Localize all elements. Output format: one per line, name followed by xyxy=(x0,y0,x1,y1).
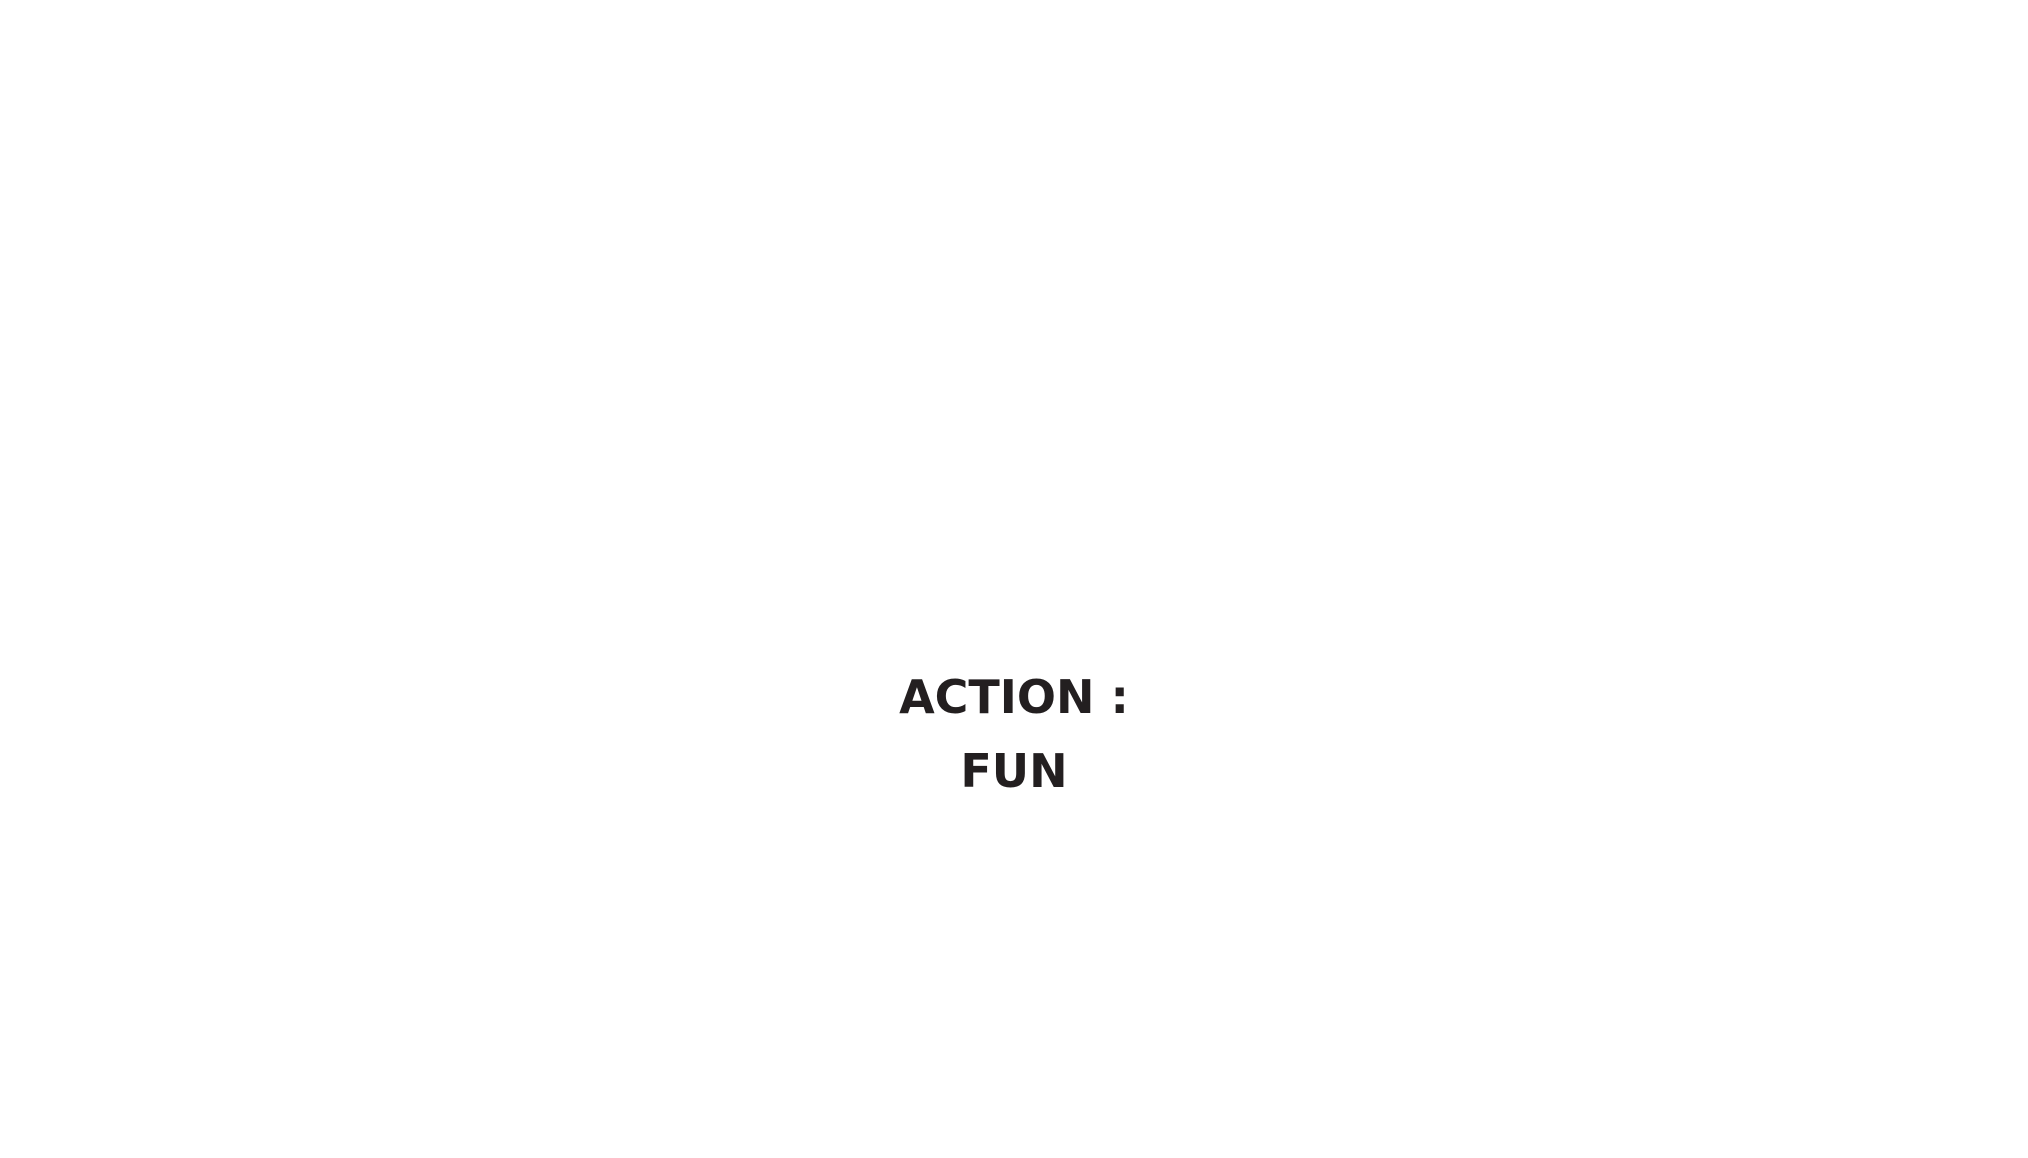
caption: ACTION : FUN xyxy=(0,660,2028,808)
caption-line-action: ACTION : xyxy=(899,670,1129,724)
caption-line-fun: FUN xyxy=(960,744,1068,798)
